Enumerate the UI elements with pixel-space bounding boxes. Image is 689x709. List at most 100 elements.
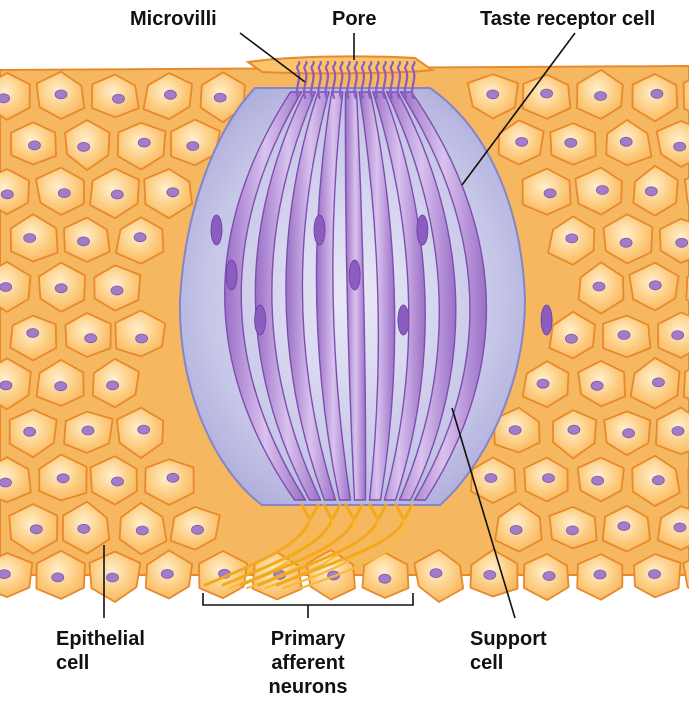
epithelial-nucleus	[543, 474, 555, 483]
epithelial-nucleus	[595, 92, 607, 101]
epithelial-nucleus	[111, 190, 123, 199]
label-primary-line1: Primary	[258, 628, 358, 651]
epithelial-nucleus	[78, 524, 90, 533]
label-pore: Pore	[332, 8, 376, 31]
epithelial-nucleus	[52, 573, 64, 582]
label-primary-line2: afferent	[258, 652, 358, 675]
epithelial-nucleus	[167, 473, 179, 482]
epithelial-nucleus	[30, 525, 42, 534]
receptor-nucleus	[226, 260, 237, 290]
receptor-nucleus	[255, 305, 266, 335]
epithelial-nucleus	[651, 89, 663, 98]
label-support-cell-line1: Support	[470, 628, 547, 651]
epithelial-nucleus	[57, 474, 69, 483]
epithelial-nucleus	[214, 93, 226, 102]
epithelial-nucleus	[78, 237, 90, 246]
epithelial-nucleus	[649, 570, 661, 579]
epithelial-nucleus	[676, 238, 688, 247]
epithelial-nucleus	[187, 142, 199, 151]
epithelial-nucleus	[107, 573, 119, 582]
epithelial-nucleus	[134, 233, 146, 242]
epithelial-nucleus	[24, 234, 36, 243]
epithelial-nucleus	[192, 525, 204, 534]
epithelial-nucleus	[672, 427, 684, 436]
epithelial-nucleus	[0, 94, 10, 103]
epithelial-nucleus	[652, 378, 664, 387]
epithelial-nucleus	[27, 329, 39, 338]
epithelial-nucleus	[1, 190, 13, 199]
epithelial-nucleus	[430, 569, 442, 578]
epithelial-nucleus	[543, 572, 555, 581]
receptor-nucleus	[211, 215, 222, 245]
epithelial-nucleus	[485, 474, 497, 483]
label-support-cell-line2: cell	[470, 652, 503, 675]
label-primary-line3: neurons	[258, 676, 358, 699]
label-epithelial-cell-line1: Epithelial	[56, 628, 145, 651]
epithelial-nucleus	[138, 138, 150, 147]
epithelial-nucleus	[544, 189, 556, 198]
epithelial-nucleus	[78, 142, 90, 151]
epithelial-nucleus	[0, 478, 12, 487]
epithelial-nucleus	[138, 425, 150, 434]
epithelial-nucleus	[487, 90, 499, 99]
epithelial-nucleus	[111, 286, 123, 295]
epithelial-nucleus	[164, 90, 176, 99]
epithelial-nucleus	[113, 94, 125, 103]
epithelial-nucleus	[0, 283, 12, 292]
epithelial-nucleus	[107, 381, 119, 390]
epithelial-nucleus	[568, 425, 580, 434]
receptor-nucleus	[398, 305, 409, 335]
epithelial-nucleus	[82, 426, 94, 435]
epithelial-nucleus	[516, 137, 528, 146]
label-epithelial-cell-line2: cell	[56, 652, 89, 675]
epithelial-nucleus	[379, 574, 391, 583]
epithelial-nucleus	[136, 526, 148, 535]
epithelial-nucleus	[0, 381, 12, 390]
receptor-nucleus	[417, 215, 428, 245]
epithelial-nucleus	[55, 284, 67, 293]
epithelial-nucleus	[594, 570, 606, 579]
epithelial-nucleus	[652, 476, 664, 485]
label-taste-receptor-cell: Taste receptor cell	[480, 8, 655, 31]
epithelial-nucleus	[58, 189, 70, 198]
epithelial-nucleus	[645, 187, 657, 196]
epithelial-nucleus	[161, 569, 173, 578]
epithelial-nucleus	[623, 429, 635, 438]
epithelial-nucleus	[618, 522, 630, 531]
epithelial-nucleus	[674, 142, 686, 151]
epithelial-nucleus	[618, 331, 630, 340]
epithelial-nucleus	[649, 281, 661, 290]
epithelial-nucleus	[565, 138, 577, 147]
receptor-nucleus	[314, 215, 325, 245]
epithelial-nucleus	[541, 89, 553, 98]
epithelial-nucleus	[509, 426, 521, 435]
epithelial-nucleus	[674, 523, 686, 532]
receptor-nucleus	[349, 260, 360, 290]
epithelial-nucleus	[537, 379, 549, 388]
epithelial-nucleus	[620, 238, 632, 247]
epithelial-nucleus	[596, 186, 608, 195]
epithelial-nucleus	[55, 90, 67, 99]
epithelial-nucleus	[566, 526, 578, 535]
epithelial-nucleus	[620, 137, 632, 146]
epithelial-nucleus	[593, 282, 605, 291]
epithelial-nucleus	[167, 188, 179, 197]
epithelial-nucleus	[29, 141, 41, 150]
epithelial-nucleus	[0, 570, 10, 579]
epithelial-nucleus	[484, 570, 496, 579]
epithelial-nucleus	[136, 334, 148, 343]
epithelial-nucleus	[55, 382, 67, 391]
epithelial-nucleus	[24, 427, 36, 436]
epithelial-nucleus	[592, 476, 604, 485]
label-microvilli: Microvilli	[130, 8, 217, 31]
receptor-nucleus	[541, 305, 552, 335]
epithelial-nucleus	[566, 234, 578, 243]
epithelial-nucleus	[672, 331, 684, 340]
epithelial-nucleus	[85, 334, 97, 343]
epithelial-nucleus	[112, 477, 124, 486]
epithelial-nucleus	[565, 334, 577, 343]
epithelial-nucleus	[510, 525, 522, 534]
epithelial-nucleus	[591, 381, 603, 390]
